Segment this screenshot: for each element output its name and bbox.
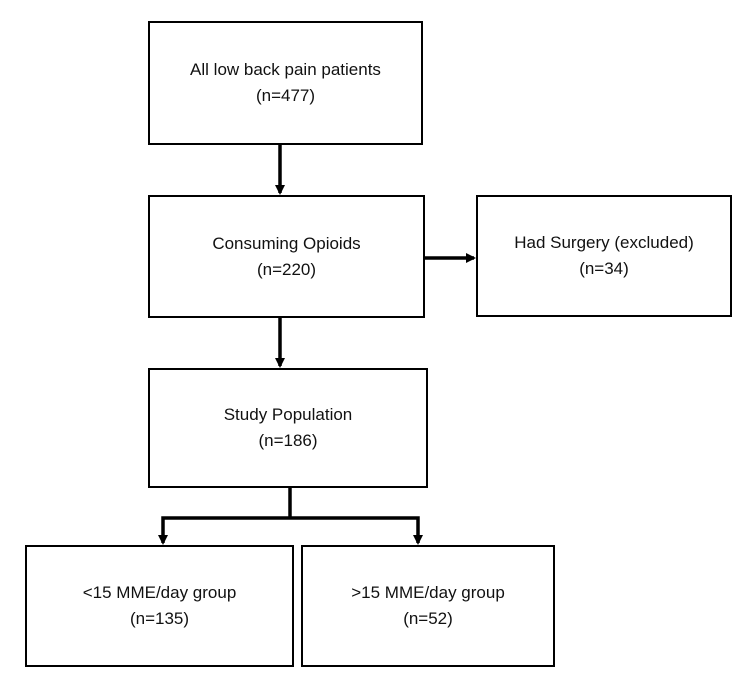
node-study-population-label: Study Population: [223, 405, 353, 424]
node-consuming-opioids-count: (n=220): [256, 259, 317, 279]
node-study-population-count: (n=186): [258, 431, 318, 450]
node-low-dose-count: (n=135): [129, 609, 190, 628]
node-low-dose-group: <15 MME/day group (n=135): [25, 545, 294, 667]
node-low-dose-label: <15 MME/day group: [82, 583, 237, 602]
node-had-surgery-label: Had Surgery (excluded): [514, 233, 694, 252]
node-all-patients: All low back pain patients (n=477): [148, 21, 423, 145]
arrow-study-to-high: [290, 516, 423, 545]
node-study-population: Study Population (n=186): [148, 368, 428, 488]
node-had-surgery: Had Surgery (excluded) (n=34): [476, 195, 732, 317]
node-consuming-opioids: Consuming Opioids (n=220): [148, 195, 425, 318]
node-all-patients-label: All low back pain patients: [190, 60, 381, 79]
arrow-study-to-low: [158, 516, 290, 545]
node-high-dose-group: >15 MME/day group (n=52): [301, 545, 555, 667]
node-all-patients-count: (n=477): [255, 86, 316, 105]
node-high-dose-label: >15 MME/day group: [351, 583, 505, 602]
node-consuming-opioids-label: Consuming Opioids: [212, 233, 361, 253]
node-high-dose-count: (n=52): [403, 609, 453, 628]
node-had-surgery-count: (n=34): [579, 259, 629, 278]
